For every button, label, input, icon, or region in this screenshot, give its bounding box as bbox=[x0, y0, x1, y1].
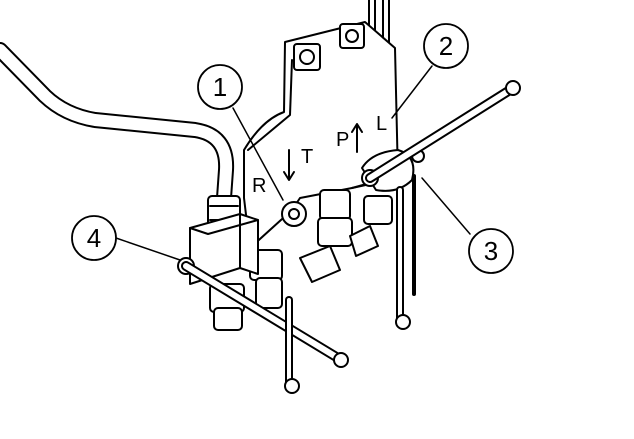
leader-1 bbox=[232, 107, 284, 201]
callout-3-number: 3 bbox=[484, 236, 498, 266]
callout-4: 4 bbox=[71, 215, 117, 261]
leader-2 bbox=[391, 65, 433, 119]
bolt-2 bbox=[339, 23, 365, 49]
lever-lower-left bbox=[181, 261, 349, 368]
center-valve bbox=[281, 201, 307, 227]
hydraulic-tube bbox=[0, 42, 235, 206]
callout-4-number: 4 bbox=[87, 223, 101, 253]
callout-2-number: 2 bbox=[439, 31, 453, 61]
callout-2: 2 bbox=[423, 23, 469, 69]
leader-3 bbox=[421, 177, 471, 235]
callout-3: 3 bbox=[468, 228, 514, 274]
plate-bolts bbox=[293, 23, 365, 71]
callout-leaders bbox=[115, 65, 471, 261]
bolt-1 bbox=[293, 43, 321, 71]
lower-rods bbox=[284, 174, 416, 394]
arrow-down-icon bbox=[283, 149, 295, 181]
plate-letter-l: L bbox=[376, 113, 387, 135]
callout-1: 1 bbox=[197, 64, 243, 110]
plate-letter-r: R bbox=[252, 175, 266, 197]
callout-1-number: 1 bbox=[213, 72, 227, 102]
arrow-up-icon bbox=[351, 123, 363, 153]
lever-upper-right bbox=[365, 80, 521, 183]
plate-letter-p: P bbox=[336, 129, 349, 151]
plate-letter-t: T bbox=[301, 146, 313, 168]
port-markings: R T P L bbox=[252, 113, 387, 197]
leader-4 bbox=[115, 237, 181, 261]
